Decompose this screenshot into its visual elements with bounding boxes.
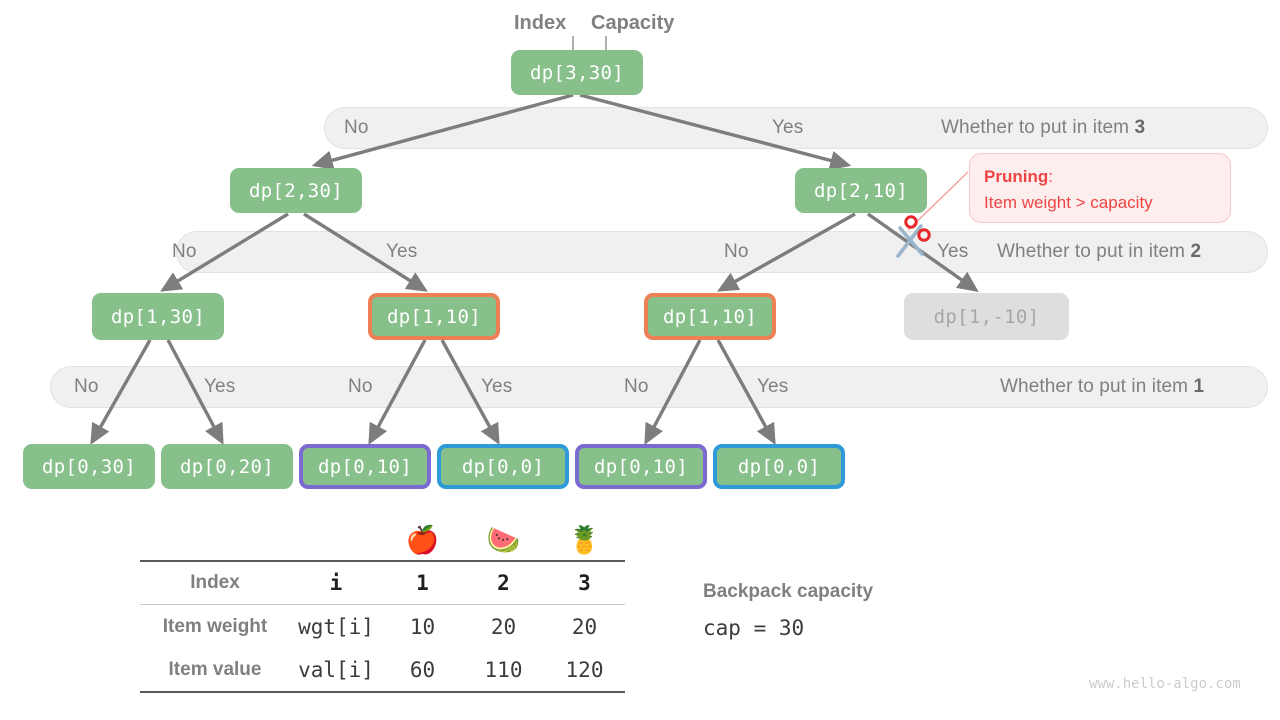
pruning-description: Item weight > capacity: [984, 192, 1153, 212]
band3-item-number: 3: [1134, 117, 1146, 138]
band1-no3-label: No: [624, 376, 649, 397]
value-symbol: val[i]: [298, 657, 374, 682]
backpack-capacity-value: cap = 30: [703, 616, 805, 640]
emoji-item-3: 🍍: [567, 524, 602, 555]
value-value-1: 60: [409, 657, 436, 682]
band1-yes1-label: Yes: [204, 376, 236, 397]
pruning-title-row: Pruning:: [984, 164, 1216, 190]
index-value-3: 3: [578, 571, 591, 595]
node-dp-1-neg10[interactable]: dp[1,-10]: [904, 293, 1069, 340]
index-row-label: Index: [190, 572, 240, 593]
node-dp-3-30[interactable]: dp[3,30]: [511, 50, 643, 95]
pruning-title: Pruning: [984, 167, 1049, 186]
items-table: 🍎 🍉 🍍 Index i 1 2 3 Item weight wgt[i] 1…: [140, 520, 625, 693]
emoji-row-label: [140, 520, 290, 561]
index-symbol: i: [329, 571, 343, 595]
band1-no2-label: No: [348, 376, 373, 397]
capacity-tick: [605, 36, 607, 58]
node-dp-1-10-left[interactable]: dp[1,10]: [368, 293, 500, 340]
index-value-1: 1: [416, 571, 429, 595]
table-row-index: Index i 1 2 3: [140, 561, 625, 605]
band2-item-number: 2: [1190, 241, 1202, 262]
weight-value-3: 20: [571, 614, 598, 639]
weight-value-2: 20: [490, 614, 517, 639]
index-column-label: Index: [514, 12, 567, 34]
leaf-dp-0-10-left[interactable]: dp[0,10]: [299, 444, 431, 489]
node-dp-2-10[interactable]: dp[2,10]: [795, 168, 927, 213]
pruning-colon: :: [1048, 167, 1053, 186]
index-tick: [572, 36, 574, 58]
band2-no1-label: No: [172, 241, 197, 262]
band1-yes3-label: Yes: [757, 376, 789, 397]
band3-question-text: Whether to put in item: [941, 117, 1135, 138]
leaf-dp-0-0-right[interactable]: dp[0,0]: [713, 444, 845, 489]
weight-row-label: Item weight: [162, 615, 268, 637]
node-dp-2-30[interactable]: dp[2,30]: [230, 168, 362, 213]
value-row-label: Item value: [168, 658, 262, 680]
table-row-weight: Item weight wgt[i] 10 20 20: [140, 605, 625, 649]
leaf-dp-0-0-left[interactable]: dp[0,0]: [437, 444, 569, 489]
band3-no-label: No: [344, 117, 369, 138]
leaf-dp-0-20[interactable]: dp[0,20]: [161, 444, 293, 489]
band1-item-number: 1: [1193, 376, 1205, 397]
band1-question-label: Whether to put in item 1: [1000, 376, 1204, 398]
weight-symbol: wgt[i]: [298, 614, 374, 639]
watermark: www.hello-algo.com: [1089, 676, 1241, 692]
table-row-value: Item value val[i] 60 110 120: [140, 648, 625, 692]
capacity-column-label: Capacity: [591, 12, 675, 34]
leaf-dp-0-10-right[interactable]: dp[0,10]: [575, 444, 707, 489]
emoji-item-2: 🍉: [486, 524, 521, 555]
value-value-2: 110: [484, 657, 523, 682]
band2-no2-label: No: [724, 241, 749, 262]
backpack-capacity-label: Backpack capacity: [703, 581, 874, 602]
band1-yes2-label: Yes: [481, 376, 513, 397]
node-dp-1-30[interactable]: dp[1,30]: [92, 293, 224, 340]
band3-yes-label: Yes: [772, 117, 804, 138]
table-row-emoji: 🍎 🍉 🍍: [140, 520, 625, 561]
value-value-3: 120: [565, 657, 604, 682]
band1-no1-label: No: [74, 376, 99, 397]
index-value-2: 2: [497, 571, 510, 595]
band2-yes2-label: Yes: [937, 241, 969, 262]
band1-question-text: Whether to put in item: [1000, 376, 1194, 397]
band2-yes1-label: Yes: [386, 241, 418, 262]
band2-question-text: Whether to put in item: [997, 241, 1191, 262]
weight-value-1: 10: [409, 614, 436, 639]
band2-question-label: Whether to put in item 2: [997, 241, 1201, 263]
emoji-symbol-cell: [290, 520, 382, 561]
leaf-dp-0-30[interactable]: dp[0,30]: [23, 444, 155, 489]
emoji-item-1: 🍎: [405, 524, 440, 555]
band3-question-label: Whether to put in item 3: [941, 117, 1145, 139]
pruning-callout: Pruning: Item weight > capacity: [969, 153, 1231, 223]
node-dp-1-10-right[interactable]: dp[1,10]: [644, 293, 776, 340]
